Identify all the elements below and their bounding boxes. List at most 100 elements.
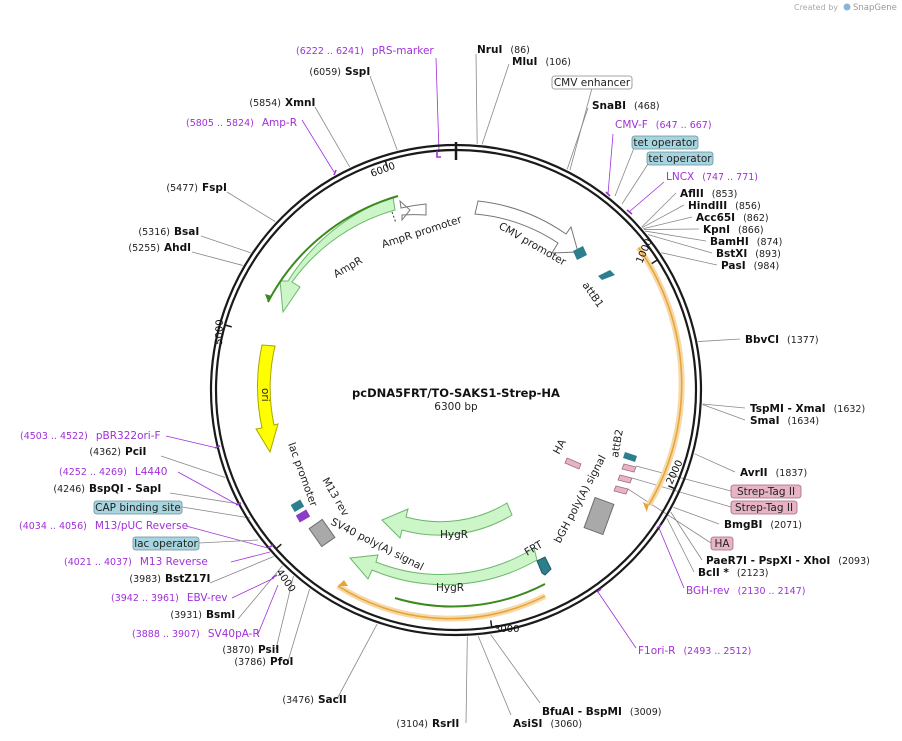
feature-box (646, 151, 714, 166)
enzyme-name: AhdI (164, 242, 191, 254)
watermark-brand: SnapGene (853, 3, 897, 13)
primer-label: (4034 .. 4056) M13/pUC Reverse (19, 520, 188, 532)
leader-line (647, 234, 713, 254)
leader-line (226, 191, 276, 222)
leader-line (275, 575, 294, 650)
primer-name: pBR322ori-F (96, 430, 161, 442)
ampr-orf-line (267, 195, 399, 303)
leader-line (435, 57, 440, 153)
primer-label: F1ori-R (2493 .. 2512) (638, 645, 751, 657)
primer-range: (4021 .. 4037) (64, 557, 132, 568)
primer-label: (3888 .. 3907)SV40pA-R (132, 628, 260, 640)
enzyme-site-position: (1632) (834, 404, 866, 415)
enzyme-name: BbvCI (745, 334, 779, 346)
primer-name: F1ori-R (638, 645, 675, 657)
sv40-promoter-shape (308, 518, 336, 548)
primer-label: (4503 .. 4522)pBR322ori-F (20, 430, 161, 442)
enzyme-name: PfoI (270, 656, 293, 668)
plasmid-name: pcDNA5FRT/TO-SAKS1-Strep-HA (352, 386, 560, 400)
enzyme-name: BsaI (174, 226, 199, 238)
leader-line (644, 230, 707, 242)
enzyme-name: BspQI - SapI (89, 483, 161, 495)
feature-box-label: Strep-Tag II (730, 500, 798, 515)
leader-line (698, 338, 741, 342)
enzyme-name: KpnI (703, 224, 730, 236)
leader-line (191, 251, 243, 266)
feature-box (710, 536, 734, 551)
enzyme-label: (4362)PciI (89, 446, 146, 458)
primer-name: L4440 (135, 466, 168, 478)
primer-name: CMV-F (615, 119, 648, 131)
tick-mark (668, 485, 676, 490)
enzyme-site-position: (862) (743, 213, 769, 224)
attb1-label: attB1 (580, 280, 606, 310)
enzyme-label: MluI(106) (512, 56, 571, 68)
orf-arc-right-line (637, 247, 683, 506)
primer-name: BGH-rev (686, 585, 730, 597)
leader-line (490, 634, 541, 704)
enzyme-name: SnaBI (592, 100, 626, 112)
feature-box (132, 536, 200, 551)
enzyme-site-position: (4246) (53, 484, 85, 495)
enzyme-site-position: (1837) (776, 468, 808, 479)
primer-range: (4034 .. 4056) (19, 521, 87, 532)
snapgene-watermark: Created by SnapGene (794, 3, 897, 13)
leader-line (200, 235, 251, 254)
leader-line (666, 518, 695, 573)
primer-name: M13/pUC Reverse (95, 520, 188, 532)
leader-line (314, 106, 351, 168)
feature-box-label: CAP binding site (93, 500, 183, 515)
leader-line (181, 506, 251, 519)
enzyme-site-position: (2093) (838, 556, 870, 567)
tick-mark (275, 543, 282, 550)
feature-box (551, 75, 633, 90)
attb1-shape (598, 270, 615, 280)
enzyme-site-position: (1377) (787, 335, 819, 346)
tick-label: 5000 (214, 319, 226, 345)
enzyme-label: (3786)PfoI (234, 656, 293, 668)
leader-line (694, 453, 736, 473)
enzyme-site-position: (2123) (737, 568, 769, 579)
enzyme-site-position: (3476) (282, 695, 314, 706)
enzyme-name: AsiSI (513, 718, 542, 730)
primer-marks (214, 151, 662, 593)
leader-line (237, 565, 283, 620)
enzyme-label: (5477)FspI (166, 182, 226, 194)
enzyme-label: BbvCI (1377) (745, 334, 819, 346)
enzyme-site-position: (3983) (129, 574, 161, 585)
enzyme-label: (3104)RsrII (396, 718, 459, 730)
hygr-outer-arrow (349, 547, 538, 586)
leader-line (641, 204, 685, 229)
primer-range: (2130 .. 2147) (738, 586, 806, 597)
enzyme-name: BclI * (698, 567, 729, 579)
primer-range: (647 .. 667) (656, 120, 712, 131)
leader-line (643, 216, 693, 230)
leader-line (597, 591, 637, 649)
ha-inner-label: HA (551, 437, 569, 457)
primer-label: LNCX(747 .. 771) (666, 171, 758, 183)
enzyme-label: BstXI(893) (716, 248, 781, 260)
leader-line (643, 228, 700, 230)
primer-mark-ebv (271, 574, 278, 579)
primer-range: (2493 .. 2512) (683, 646, 751, 657)
lac-promoter-label: lac promoter (285, 441, 319, 509)
enzyme-name: PsiI (258, 644, 279, 656)
enzyme-name: RsrII (432, 718, 459, 730)
leader-line (477, 635, 512, 716)
primer-name: Amp-R (262, 117, 297, 129)
tick-mark (224, 324, 232, 328)
primer-range: (6222 .. 6241) (296, 46, 364, 57)
enzyme-site-position: (5255) (128, 243, 160, 254)
leader-line (641, 192, 677, 228)
feature-box-text: lac operator (134, 538, 198, 550)
enzyme-site-position: (874) (757, 237, 783, 248)
feature-box-label: CMV enhancer (551, 75, 633, 90)
feature-box-label: Strep-Tag II (730, 484, 802, 499)
enzyme-label: Acc65I(862) (696, 212, 769, 224)
attb2-shape (623, 452, 637, 462)
enzyme-site-position: (86) (510, 45, 530, 56)
feature-box (730, 500, 798, 515)
enzyme-name: SspI (345, 66, 370, 78)
watermark-prefix: Created by (794, 3, 838, 12)
